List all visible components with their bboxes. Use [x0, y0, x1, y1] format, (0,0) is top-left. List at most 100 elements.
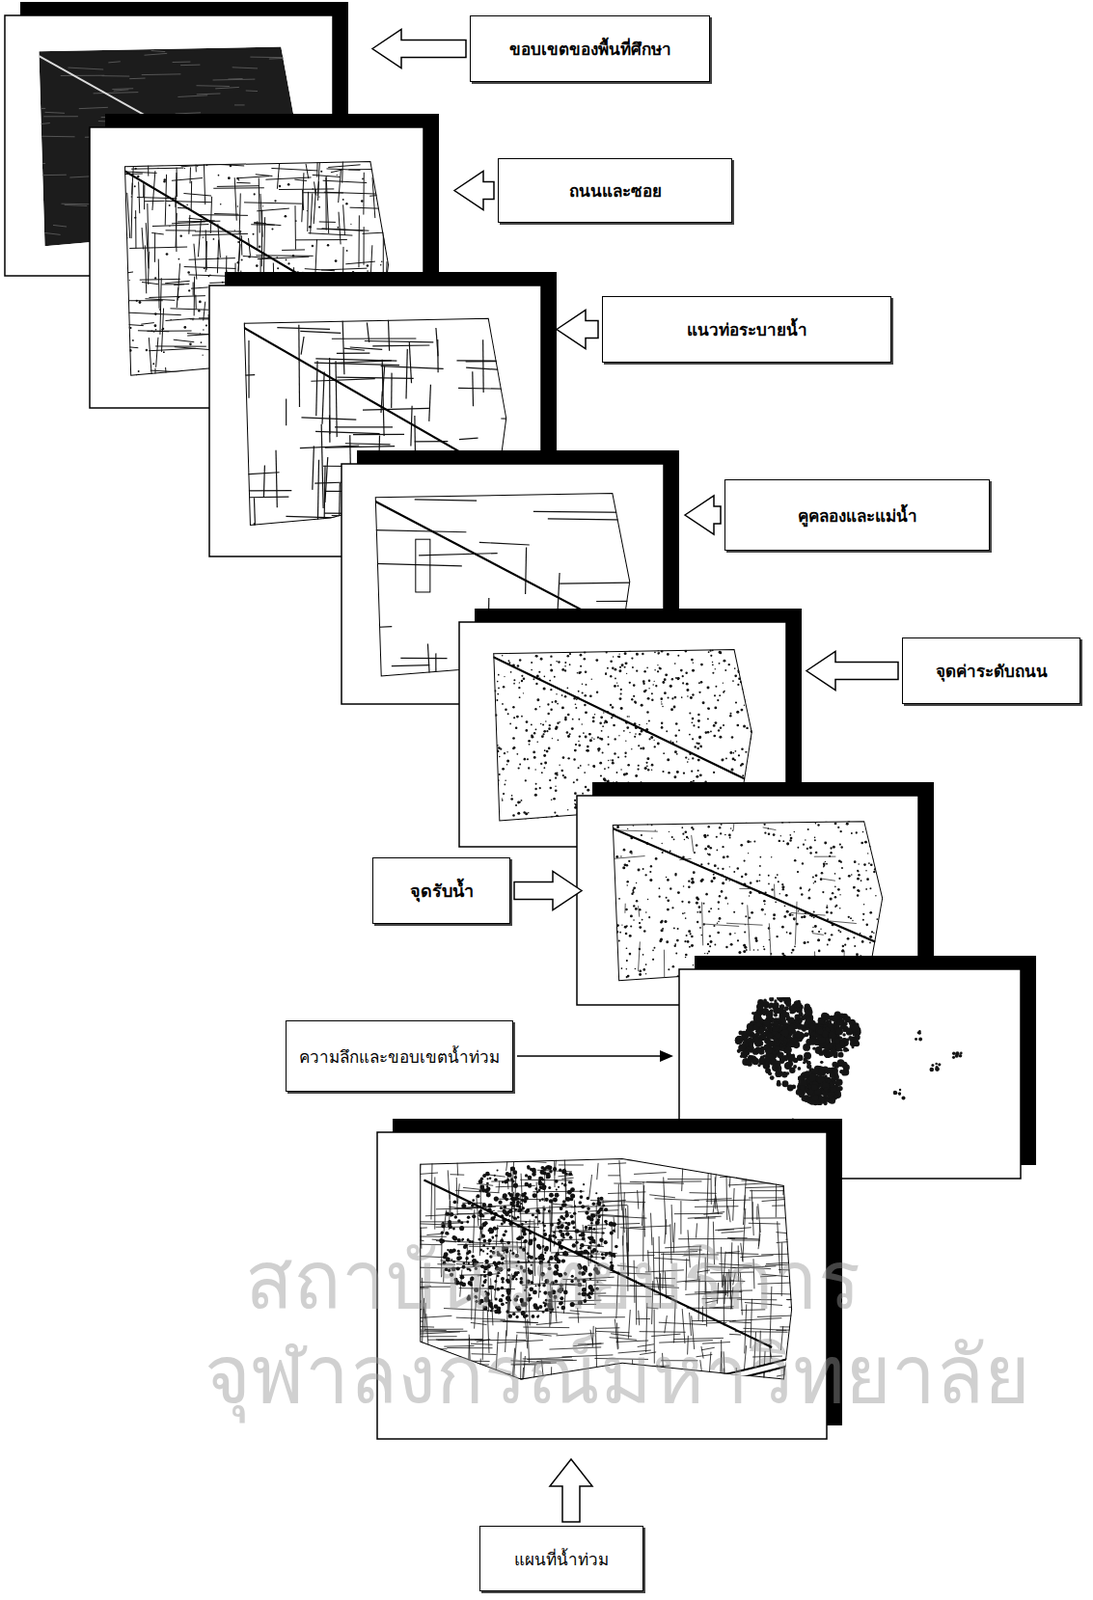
map-line [322, 371, 325, 424]
map-dot [609, 759, 611, 761]
map-line [119, 163, 152, 166]
map-dot [628, 645, 631, 648]
map-dot [616, 771, 619, 774]
map-dot [755, 694, 758, 697]
map-line [247, 145, 263, 148]
map-line [305, 163, 309, 179]
map-dot [581, 723, 583, 725]
map-dot [689, 932, 692, 935]
map-dot [179, 234, 182, 237]
map-dot [761, 746, 765, 750]
map-dot [709, 934, 711, 937]
map-dot [477, 706, 480, 709]
map-line [255, 174, 274, 177]
map-dot [718, 652, 720, 654]
map-dot [618, 669, 622, 673]
map-line [316, 142, 319, 178]
map-line [148, 348, 196, 351]
map-dot [518, 643, 520, 646]
map-dot [744, 873, 748, 876]
map-dot [624, 652, 628, 656]
map-dot [648, 687, 650, 689]
map-dot [665, 730, 668, 733]
map-dot [667, 697, 670, 700]
map-dot [699, 773, 703, 777]
map-line [125, 33, 144, 36]
map-dot [564, 661, 567, 664]
map-line [241, 472, 279, 475]
map-dot [188, 289, 191, 292]
map-dot [558, 721, 561, 724]
map-dot [765, 775, 768, 778]
map-dot [582, 732, 585, 735]
map-dot [879, 878, 882, 881]
map-dot [845, 811, 848, 814]
map-dot [191, 319, 193, 321]
map-dot [713, 694, 716, 697]
map-line [251, 522, 254, 600]
map-line [328, 415, 331, 443]
map-dot [589, 694, 593, 698]
map-dot [549, 663, 552, 666]
map-dot [540, 828, 542, 830]
map-dot [598, 749, 601, 752]
map-line [226, 490, 292, 492]
map-dot [634, 774, 638, 778]
map-dot [236, 177, 240, 181]
map-line [113, 89, 130, 91]
map-dot [581, 683, 584, 685]
map-dot [561, 706, 565, 710]
map-line [176, 34, 219, 36]
map-dot [159, 308, 162, 311]
map-dot [548, 680, 551, 683]
map-dot [660, 703, 663, 706]
map-dot [574, 703, 577, 706]
map-dot [535, 634, 537, 636]
map-dot [577, 740, 579, 742]
map-dot [897, 897, 901, 901]
map-dot [768, 691, 771, 694]
map-dot [760, 686, 763, 689]
map-dot [610, 908, 614, 912]
map-dot [530, 736, 534, 739]
map-line [436, 327, 438, 356]
map-dot [497, 779, 500, 782]
map-dot [573, 758, 575, 761]
map-dot [519, 764, 521, 766]
map-line [193, 276, 195, 317]
map-dot [765, 753, 769, 757]
map-dot [819, 929, 821, 930]
map-line [315, 358, 397, 361]
map-dot [218, 174, 220, 177]
map-dot [881, 862, 885, 866]
map-line [314, 362, 400, 365]
map-line [151, 50, 166, 52]
map-dot [569, 653, 572, 656]
map-dot [474, 687, 478, 691]
map-dot [577, 671, 581, 675]
map-dot [554, 700, 558, 704]
map-dot [581, 792, 584, 795]
map-dot [596, 649, 598, 651]
map-dot [692, 871, 696, 875]
map-line [366, 555, 369, 661]
map-dot [796, 847, 799, 849]
map-dot [671, 906, 674, 909]
map-line [181, 163, 219, 167]
map-line [285, 516, 344, 519]
map-dot [711, 661, 713, 663]
map-dot [687, 759, 689, 761]
map-dot [651, 764, 655, 767]
map-dot [546, 750, 549, 754]
map-dot [648, 680, 651, 683]
map-dot [635, 653, 638, 656]
map-dot [258, 245, 261, 248]
map-dot [491, 642, 494, 646]
map-line [547, 519, 634, 520]
map-dot [807, 828, 810, 831]
map-dot [607, 736, 610, 738]
map-dot [483, 827, 486, 830]
map-dot [654, 669, 656, 672]
map-dot [361, 178, 364, 181]
map-line [241, 235, 243, 255]
